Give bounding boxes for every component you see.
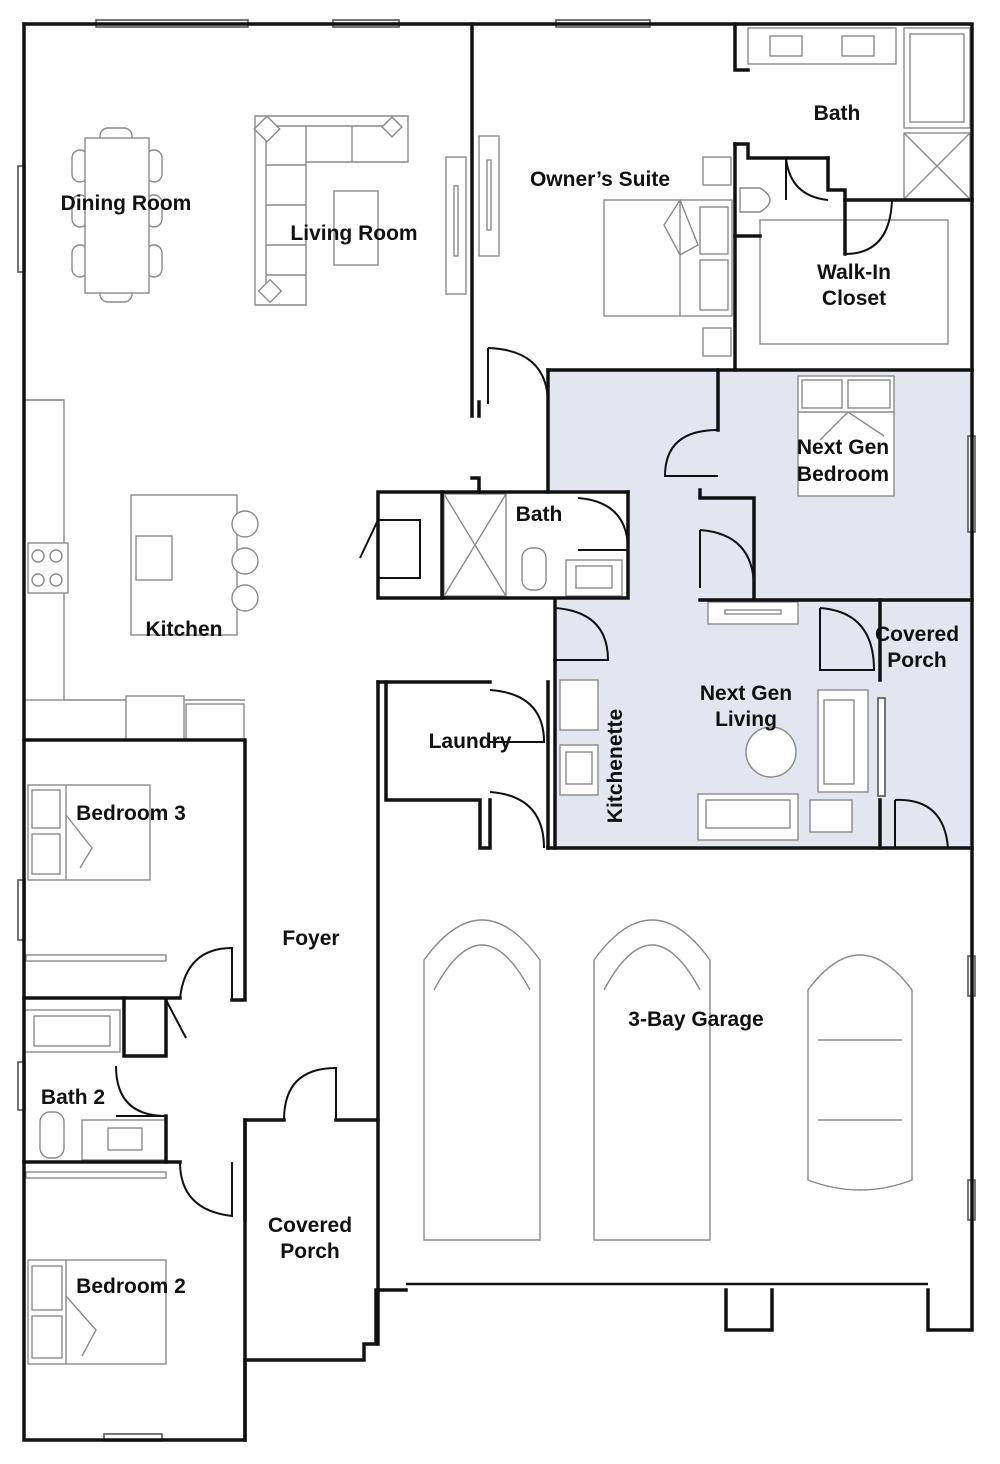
- label-laundry: Laundry: [429, 730, 512, 753]
- label-kitchenette: Kitchenette: [604, 709, 627, 823]
- label-next-gen-bedroom-1: Next Gen: [797, 436, 889, 459]
- label-covered-porch-front-2: Porch: [280, 1240, 340, 1263]
- label-covered-porch-ng-2: Porch: [887, 649, 947, 672]
- owner-bed: [603, 156, 733, 357]
- label-covered-porch-ng-1: Covered: [875, 623, 959, 646]
- walls: [22, 22, 974, 1442]
- label-next-gen-bath: Bath: [516, 503, 563, 526]
- label-kitchen: Kitchen: [145, 618, 222, 641]
- label-bedroom-3: Bedroom 3: [76, 802, 186, 825]
- dining-table: [71, 127, 163, 303]
- label-bath-2: Bath 2: [41, 1086, 105, 1109]
- label-garage: 3-Bay Garage: [628, 1008, 763, 1031]
- label-walk-in-closet-1: Walk-In: [817, 261, 891, 284]
- room-labels: Dining Room Living Room Owner’s Suite Ba…: [41, 102, 959, 1298]
- doors: [115, 157, 949, 1218]
- furniture-layer: [23, 27, 971, 1365]
- label-next-gen-living-1: Next Gen: [700, 682, 792, 705]
- label-bedroom-2: Bedroom 2: [76, 1275, 186, 1298]
- label-walk-in-closet-2: Closet: [822, 287, 886, 310]
- garage-vehicles: [423, 919, 913, 1241]
- sectional-sofa: [253, 115, 409, 306]
- label-owners-suite: Owner’s Suite: [530, 168, 670, 191]
- label-next-gen-bedroom-2: Bedroom: [797, 463, 889, 486]
- label-foyer: Foyer: [282, 927, 339, 950]
- label-next-gen-living-2: Living: [715, 708, 777, 731]
- label-covered-porch-front-1: Covered: [268, 1214, 352, 1237]
- label-owner-bath: Bath: [814, 102, 861, 125]
- label-dining-room: Dining Room: [61, 192, 192, 215]
- label-living-room: Living Room: [290, 222, 417, 245]
